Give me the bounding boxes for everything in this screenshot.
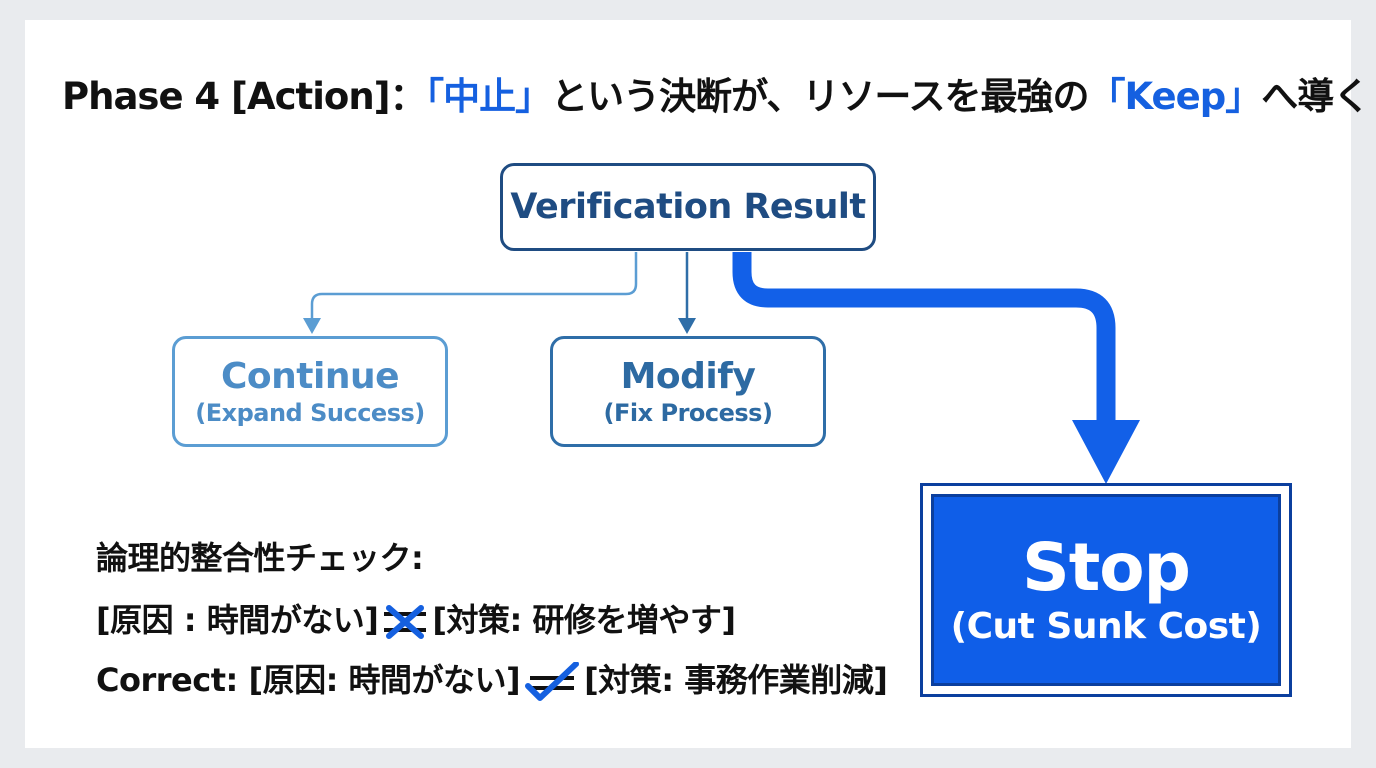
modify-box: Modify (Fix Process): [550, 336, 826, 447]
stop-label: Stop: [1022, 529, 1191, 606]
stop-sublabel: (Cut Sunk Cost): [950, 606, 1262, 647]
continue-label: Continue: [220, 355, 400, 397]
stop-box: Stop (Cut Sunk Cost): [920, 483, 1292, 697]
correct-measure: [対策: 事務作業削減]: [584, 661, 888, 699]
modify-label: Modify: [620, 355, 756, 397]
cross-icon: [380, 604, 430, 640]
checkmark-icon: [522, 661, 582, 702]
verification-result-box: Verification Result: [500, 163, 876, 251]
title-highlight-stop: 「中止」: [425, 75, 552, 118]
continue-sublabel: (Expand Success): [195, 398, 425, 427]
verification-result-label: Verification Result: [510, 187, 866, 227]
wrong-cause: [原因 : 時間がない]: [96, 601, 379, 639]
title-prefix: Phase 4 [Action]：: [62, 75, 427, 118]
modify-sublabel: (Fix Process): [603, 398, 773, 427]
correct-cause: Correct: [原因: 時間がない]: [96, 661, 521, 699]
logic-check-heading: 論理的整合性チェック:: [96, 539, 424, 577]
title-suffix: へ導く: [1261, 75, 1370, 118]
stop-box-inner: Stop (Cut Sunk Cost): [931, 494, 1281, 686]
wrong-measure: [対策: 研修を増やす]: [432, 601, 736, 639]
continue-box: Continue (Expand Success): [172, 336, 448, 447]
logic-check-correct-line: Correct: [原因: 時間がない] [対策: 事務作業削減]: [96, 660, 888, 702]
logic-check-wrong-line: [原因 : 時間がない] [対策: 研修を増やす]: [96, 600, 736, 640]
page-title: Phase 4 [Action]：「中止」という決断が、リソースを最強の「Kee…: [62, 66, 1370, 126]
title-middle: という決断が、リソースを最強の: [551, 75, 1089, 118]
title-highlight-keep: 「Keep」: [1088, 75, 1263, 118]
